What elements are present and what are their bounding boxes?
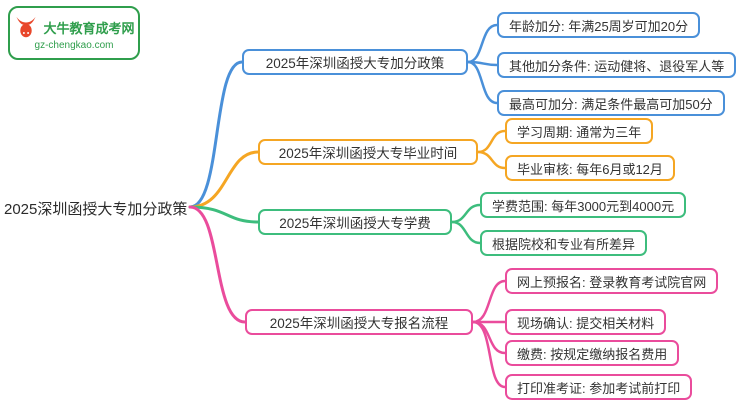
connector-root-branch3	[188, 205, 260, 224]
branch-node-bonus-policy: 2025年深圳函授大专加分政策	[242, 49, 468, 75]
connector-branch4-leaf1	[471, 279, 507, 324]
site-name: 大牛教育成考网	[43, 20, 135, 36]
connector-root-branch2	[188, 150, 260, 209]
connector-branch4-leaf4	[471, 320, 507, 389]
leaf-node-tuition-range: 学费范围: 每年3000元到4000元	[480, 192, 687, 218]
connector-branch1-leaf1	[466, 23, 499, 64]
leaf-node-online-preregister: 网上预报名: 登录教育考试院官网	[505, 268, 719, 294]
leaf-node-age-bonus: 年龄加分: 年满25周岁可加20分	[497, 12, 701, 38]
branch-node-graduation-time: 2025年深圳函授大专毕业时间	[258, 139, 478, 165]
root-node: 2025深圳函授大专加分政策	[4, 198, 188, 219]
site-logo[interactable]: 大牛教育成考网 gz-chengkao.com	[8, 6, 140, 60]
leaf-node-tuition-varies: 根据院校和专业有所差异	[480, 230, 648, 256]
branch-node-tuition: 2025年深圳函授大专学费	[258, 209, 452, 235]
leaf-node-other-bonus: 其他加分条件: 运动健将、退役军人等	[497, 52, 737, 78]
connector-root-branch1	[188, 60, 244, 209]
leaf-node-onsite-confirm: 现场确认: 提交相关材料	[505, 309, 667, 335]
connector-branch2-leaf1	[476, 129, 507, 154]
leaf-node-max-bonus: 最高可加分: 满足条件最高可加50分	[497, 90, 725, 116]
leaf-node-grad-review: 毕业审核: 每年6月或12月	[505, 155, 675, 181]
branch-node-signup-process: 2025年深圳函授大专报名流程	[245, 309, 473, 335]
connector-branch2-leaf2	[476, 150, 507, 170]
site-logo-row: 大牛教育成考网	[13, 15, 135, 39]
connector-root-branch4	[188, 205, 247, 324]
connector-branch3-leaf2	[450, 220, 482, 245]
leaf-node-pay-fee: 缴费: 按规定缴纳报名费用	[505, 340, 680, 366]
bull-logo-icon	[16, 16, 37, 38]
site-url: gz-chengkao.com	[34, 40, 114, 51]
connector-branch1-leaf3	[466, 60, 499, 105]
connector-branch3-leaf1	[450, 203, 482, 224]
leaf-node-study-period: 学习周期: 通常为三年	[505, 118, 654, 144]
leaf-node-print-ticket: 打印准考证: 参加考试前打印	[505, 374, 693, 400]
